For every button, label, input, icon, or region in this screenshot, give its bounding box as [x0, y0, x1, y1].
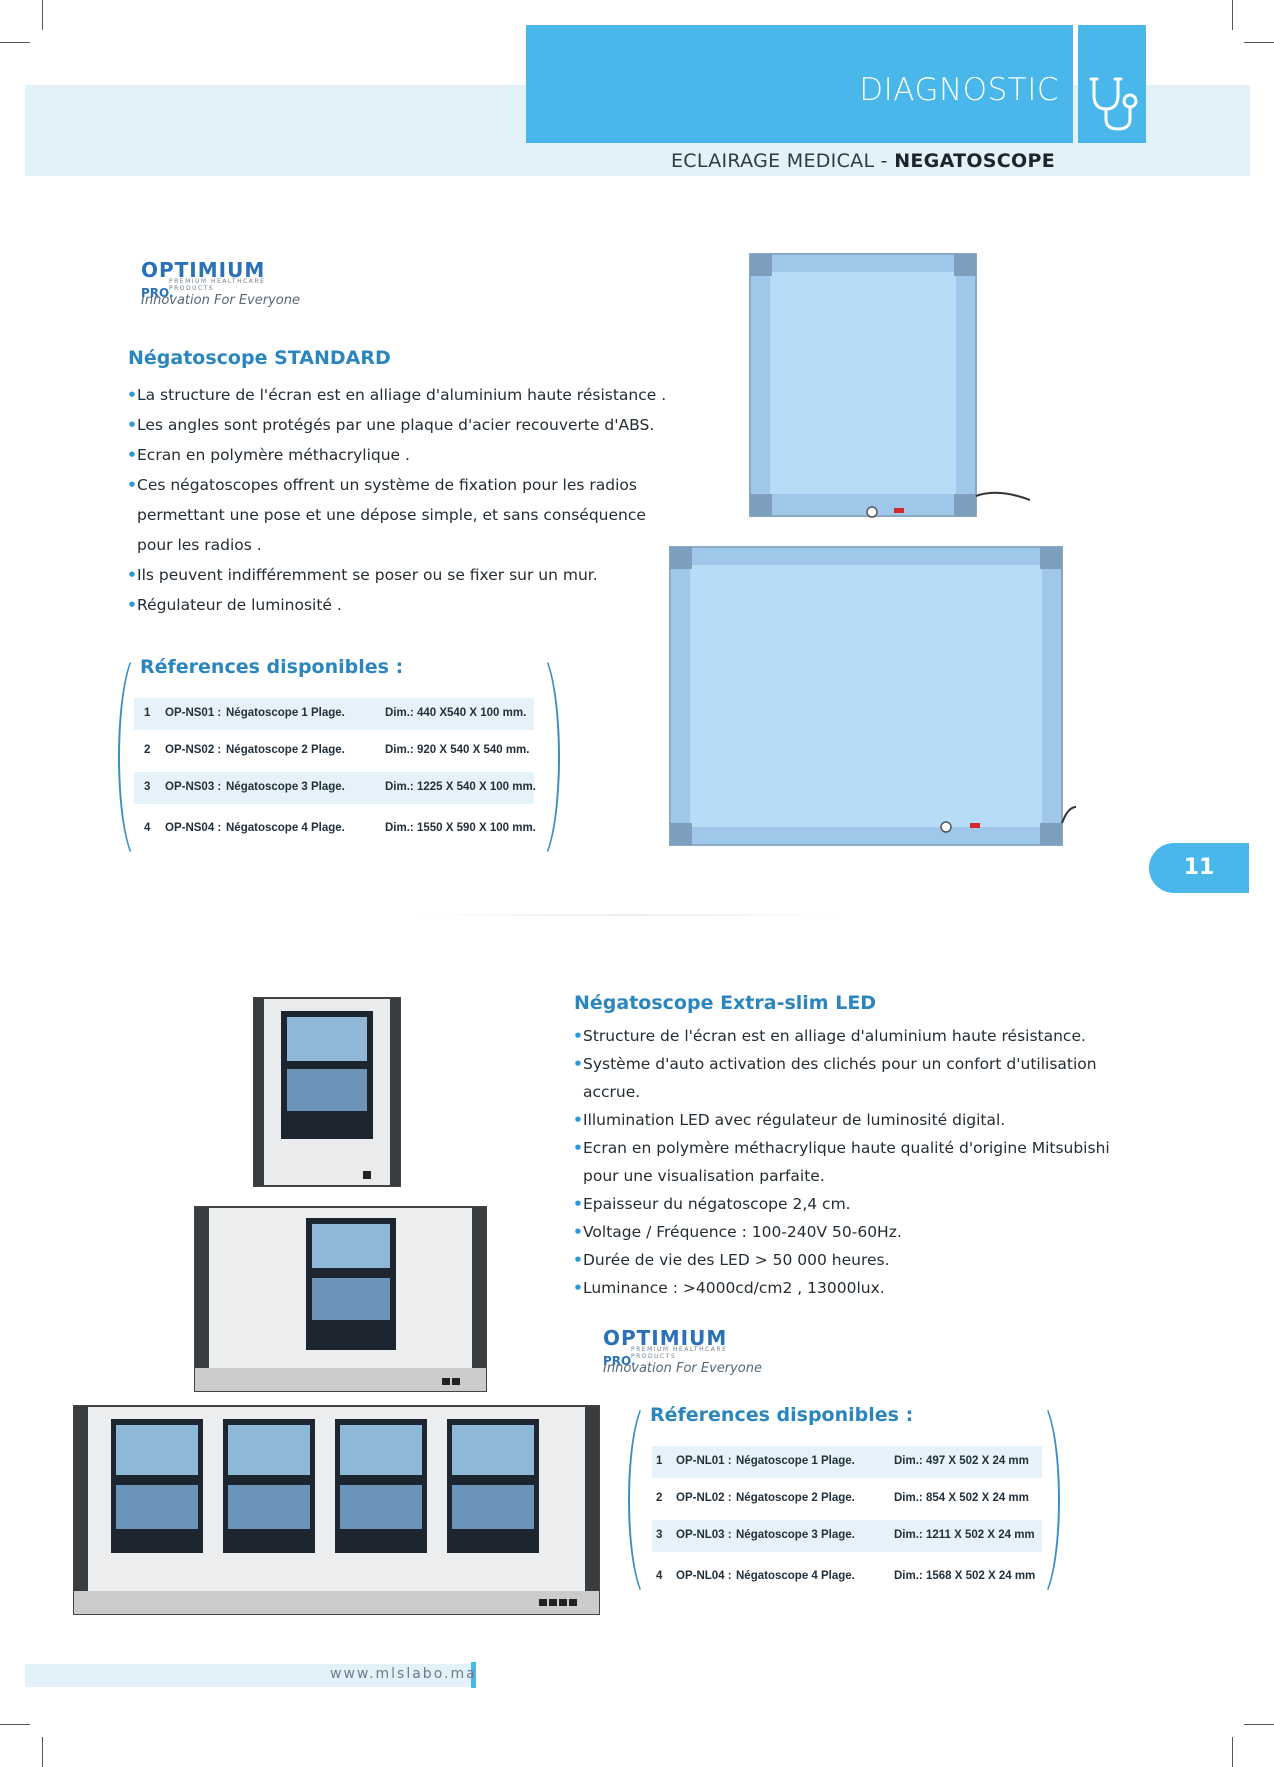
bullet-dot-icon: •	[127, 566, 137, 584]
crop-mark	[0, 42, 30, 43]
footer-website: www.mlslabo.ma	[330, 1666, 477, 1682]
list-item: •Ces négatoscopes offrent un système de …	[127, 470, 667, 500]
header-subtitle-prefix: ECLAIRAGE MEDICAL -	[671, 150, 895, 172]
list-item-continuation: accrue.	[583, 1083, 641, 1101]
list-item-continuation: pour les radios .	[137, 536, 262, 554]
list-item-continuation: permettant une pose et une dépose simple…	[137, 506, 646, 524]
standard-features-list: •La structure de l'écran est en alliage …	[127, 380, 667, 620]
crop-mark	[1232, 0, 1233, 30]
list-item: •La structure de l'écran est en alliage …	[127, 380, 667, 410]
crop-mark	[0, 1724, 30, 1725]
section-title-standard: Négatoscope STANDARD	[128, 347, 391, 369]
bullet-dot-icon: •	[573, 1195, 583, 1213]
section-title-slim: Négatoscope Extra-slim LED	[574, 992, 877, 1014]
logo-word: OPTIMIUM	[141, 258, 266, 282]
bracket-left	[628, 1398, 672, 1602]
list-item: •Régulateur de luminosité .	[127, 590, 667, 620]
crop-mark	[42, 1737, 43, 1767]
logo-tagline: PREMIUM HEALTHCARE PRODUCTS	[631, 1346, 728, 1360]
footer-accent-bar	[471, 1662, 476, 1688]
references-title: Réferences disponibles :	[140, 656, 404, 678]
bullet-dot-icon: •	[127, 596, 137, 614]
slim-references-table: Réferences disponibles : 1 OP-NL01 : Nég…	[628, 1398, 1060, 1608]
list-item: •Ecran en polymère méthacrylique .	[127, 440, 667, 470]
bullet-dot-icon: •	[573, 1139, 583, 1157]
bullet-dot-icon: •	[573, 1111, 583, 1129]
standard-references-table: Réferences disponibles : 1 OP-NS01 : Nég…	[118, 650, 560, 864]
brand-logo: OPTIMIUM PRO. PREMIUM HEALTHCARE PRODUCT…	[603, 1326, 763, 1376]
list-item: •Epaisseur du négatoscope 2,4 cm.	[573, 1190, 1133, 1218]
logo-pro: PRO.	[141, 286, 174, 300]
bullet-dot-icon: •	[127, 416, 137, 434]
list-item: •Luminance : >4000cd/cm2 , 13000lux.	[573, 1274, 1133, 1302]
logo-word: OPTIMIUM	[603, 1326, 728, 1350]
product-image-negatoscope-double	[668, 545, 1077, 850]
brand-logo: OPTIMIUM PRO. PREMIUM HEALTHCARE PRODUCT…	[141, 258, 301, 308]
bracket-left	[118, 650, 162, 864]
table-row: 4 OP-NS04 : Négatoscope 4 Plage. Dim.: 1…	[144, 822, 536, 834]
header-icon-box	[1078, 25, 1146, 143]
bullet-dot-icon: •	[573, 1251, 583, 1269]
logo-pro: PRO.	[603, 1354, 636, 1368]
list-item: •Ils peuvent indifféremment se poser ou …	[127, 560, 667, 590]
stethoscope-icon	[1089, 77, 1138, 131]
table-row: 3 OP-NS03 : Négatoscope 3 Plage. Dim.: 1…	[134, 772, 536, 804]
bullet-dot-icon: •	[573, 1027, 583, 1045]
bullet-dot-icon: •	[127, 446, 137, 464]
table-row: 1 OP-NS01 : Négatoscope 1 Plage. Dim.: 4…	[134, 698, 534, 730]
bullet-dot-icon: •	[573, 1223, 583, 1241]
bullet-dot-icon: •	[573, 1279, 583, 1297]
bullet-dot-icon: •	[127, 476, 137, 494]
table-row: 2 OP-NS02 : Négatoscope 2 Plage. Dim.: 9…	[144, 744, 530, 756]
product-image-negatoscope-single	[748, 252, 1031, 532]
bullet-dot-icon: •	[573, 1055, 583, 1073]
crop-mark	[1244, 42, 1274, 43]
crop-mark	[1232, 1737, 1233, 1767]
table-row: 3 OP-NL03 : Négatoscope 3 Plage. Dim.: 1…	[652, 1520, 1042, 1552]
table-row: 4 OP-NL04 : Négatoscope 4 Plage. Dim.: 1…	[656, 1570, 1036, 1582]
list-item: •Durée de vie des LED > 50 000 heures.	[573, 1246, 1133, 1274]
list-item-continuation: pour une visualisation parfaite.	[583, 1167, 825, 1185]
header-title: DIAGNOSTIC	[859, 72, 1059, 108]
page-number-badge: 11	[1149, 843, 1249, 893]
product-image-led-quad	[73, 1405, 601, 1615]
logo-slogan: Innovation For Everyone	[603, 1361, 763, 1376]
list-item: •Ecran en polymère méthacrylique haute q…	[573, 1134, 1133, 1162]
list-item: •Illumination LED avec régulateur de lum…	[573, 1106, 1133, 1134]
slim-features-list: •Structure de l'écran est en alliage d'a…	[573, 1022, 1133, 1302]
bullet-dot-icon: •	[127, 386, 137, 404]
product-image-led-double	[194, 1206, 489, 1392]
header-subtitle: ECLAIRAGE MEDICAL - NEGATOSCOPE	[560, 150, 1055, 172]
list-item: •Système d'auto activation des clichés p…	[573, 1050, 1133, 1078]
table-row: 1 OP-NL01 : Négatoscope 1 Plage. Dim.: 4…	[652, 1446, 1042, 1478]
logo-tagline: PREMIUM HEALTHCARE PRODUCTS	[169, 278, 266, 292]
logo-slogan: Innovation For Everyone	[141, 293, 301, 308]
table-row: 2 OP-NL02 : Négatoscope 2 Plage. Dim.: 8…	[656, 1492, 1029, 1504]
section-divider	[420, 914, 840, 916]
product-image-led-single	[253, 997, 403, 1187]
crop-mark	[42, 0, 43, 30]
bracket-right	[516, 650, 560, 864]
crop-mark	[1244, 1724, 1274, 1725]
bracket-right	[1016, 1398, 1060, 1602]
list-item: •Voltage / Fréquence : 100-240V 50-60Hz.	[573, 1218, 1133, 1246]
header-subtitle-bold: NEGATOSCOPE	[894, 150, 1055, 172]
header-title-box	[526, 25, 1073, 143]
footer-band	[25, 1664, 475, 1687]
list-item: •Structure de l'écran est en alliage d'a…	[573, 1022, 1133, 1050]
list-item: •Les angles sont protégés par une plaque…	[127, 410, 667, 440]
references-title: Réferences disponibles :	[650, 1404, 914, 1426]
